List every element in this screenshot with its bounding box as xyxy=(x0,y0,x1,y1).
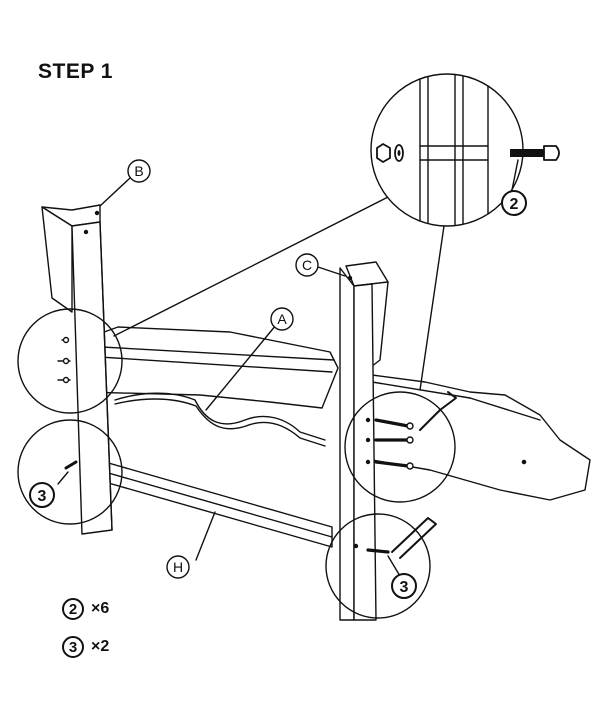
zoom-detail-left-upper xyxy=(17,308,123,414)
zoom-detail-right-lower xyxy=(325,513,437,619)
svg-text:C: C xyxy=(302,257,312,273)
svg-text:H: H xyxy=(173,559,183,575)
svg-text:B: B xyxy=(134,163,143,179)
zoom-leader-line-right xyxy=(419,225,445,391)
svg-text:3: 3 xyxy=(400,579,409,596)
seat-panel-a xyxy=(81,326,339,447)
zoom-leader-line xyxy=(113,195,391,337)
part-number-badge: 2 xyxy=(62,598,84,620)
svg-text:2: 2 xyxy=(510,196,519,213)
label-a: A xyxy=(270,307,294,331)
callout-bolt-2: 2 xyxy=(501,190,527,216)
label-b: B xyxy=(127,159,151,183)
hardware-parts-list: 2 ×6 3 ×2 xyxy=(62,598,109,674)
zoom-detail-bolt-joint xyxy=(370,73,560,227)
label-c: C xyxy=(295,253,319,277)
step-title: STEP 1 xyxy=(38,60,113,83)
svg-text:3: 3 xyxy=(38,488,47,505)
parts-list-item: 3 ×2 xyxy=(62,636,109,658)
callout-bolt-3-right: 3 xyxy=(391,573,417,599)
left-leg-b xyxy=(41,204,113,535)
leader-c xyxy=(314,265,346,277)
label-h: H xyxy=(166,555,190,579)
leader-a xyxy=(205,324,277,411)
right-armrest xyxy=(371,374,591,501)
parts-list-item: 2 ×6 xyxy=(62,598,109,620)
part-quantity: ×2 xyxy=(91,638,110,655)
part-number-badge: 3 xyxy=(62,636,84,658)
leader-b xyxy=(99,177,131,207)
lower-rail-h xyxy=(97,459,333,548)
leader-h xyxy=(195,511,216,561)
svg-text:A: A xyxy=(277,311,287,327)
callout-bolt-3-left: 3 xyxy=(29,482,55,508)
right-leg-c xyxy=(339,261,389,621)
zoom-detail-left-lower xyxy=(17,419,123,525)
part-quantity: ×6 xyxy=(91,600,110,617)
zoom-detail-right-bolts xyxy=(344,391,457,503)
